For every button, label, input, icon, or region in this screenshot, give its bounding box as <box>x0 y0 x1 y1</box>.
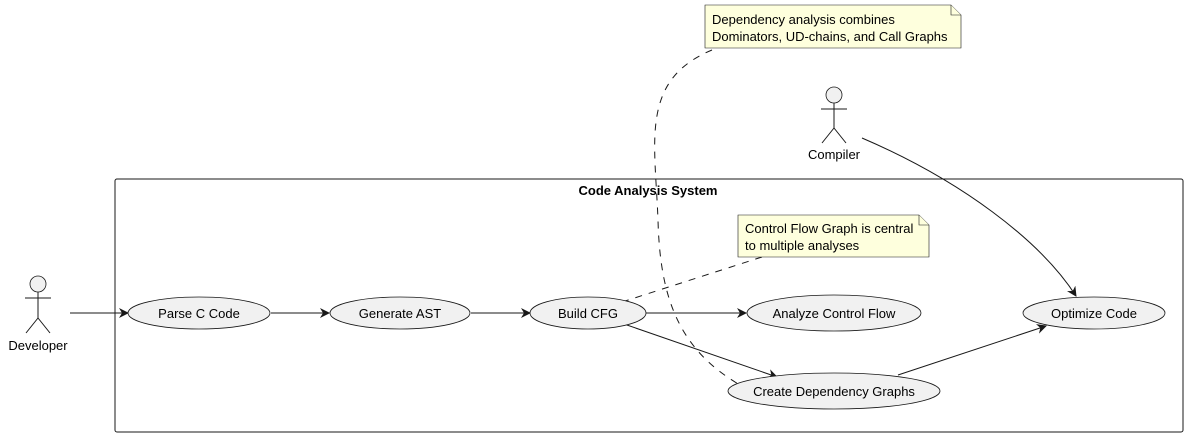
edge-cfg-dependency <box>623 323 778 379</box>
usecase-label: Generate AST <box>359 306 441 321</box>
usecase-parse-c-code: Parse C Code <box>127 296 271 330</box>
actor-developer-label: Developer <box>8 338 68 353</box>
system-title: Code Analysis System <box>579 183 718 198</box>
note-line: Dominators, UD-chains, and Call Graphs <box>712 29 948 44</box>
actor-developer: Developer <box>8 275 68 353</box>
usecase-build-cfg: Build CFG <box>529 296 647 330</box>
usecase-create-dependency-graphs: Create Dependency Graphs <box>727 372 941 410</box>
edge-compiler-optimize <box>861 137 1077 297</box>
usecase-label: Parse C Code <box>158 306 240 321</box>
system-boundary <box>114 178 1184 433</box>
note-dependency-analysis: Dependency analysis combines Dominators,… <box>704 4 962 49</box>
note-line: to multiple analyses <box>745 238 860 253</box>
actor-leg-left <box>25 317 39 334</box>
actor-compiler-label: Compiler <box>808 147 861 162</box>
actor-head <box>825 86 843 104</box>
edge-dependency-optimize <box>897 324 1047 376</box>
note-line: Dependency analysis combines <box>712 12 895 27</box>
actor-head <box>29 275 47 293</box>
note-connector-cfg <box>621 256 763 303</box>
usecase-label: Analyze Control Flow <box>773 306 896 321</box>
actor-leg-left <box>821 127 835 144</box>
actor-leg-right <box>833 127 847 144</box>
actor-compiler: Compiler <box>808 86 861 162</box>
note-connector-dependency <box>654 49 741 386</box>
usecase-optimize-code: Optimize Code <box>1022 296 1166 330</box>
note-control-flow-graph: Control Flow Graph is central to multipl… <box>737 214 930 258</box>
usecase-label: Create Dependency Graphs <box>753 384 915 399</box>
usecase-generate-ast: Generate AST <box>329 296 471 330</box>
usecase-label: Optimize Code <box>1051 306 1137 321</box>
usecase-analyze-control-flow: Analyze Control Flow <box>746 294 922 332</box>
usecase-label: Build CFG <box>558 306 618 321</box>
note-line: Control Flow Graph is central <box>745 221 913 236</box>
actor-leg-right <box>37 317 51 334</box>
